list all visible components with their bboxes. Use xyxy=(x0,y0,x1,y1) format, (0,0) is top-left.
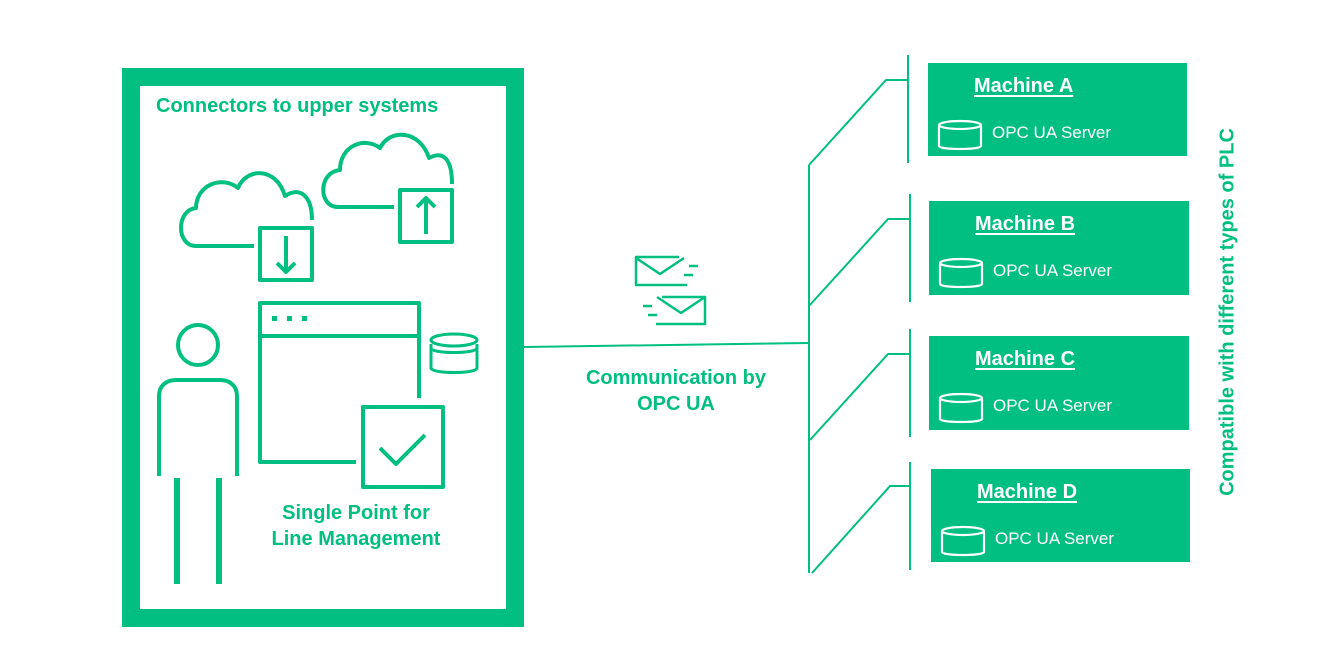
main-connection-line xyxy=(523,342,810,348)
database-icon xyxy=(937,119,983,151)
database-icon xyxy=(940,525,986,557)
machine-title: Machine B xyxy=(975,213,1076,235)
communication-label: Communication by OPC UA xyxy=(560,365,792,417)
line-management-label-line1: Single Point for xyxy=(282,502,430,524)
machine-title: Machine C xyxy=(975,348,1076,370)
person-icon xyxy=(157,323,239,584)
line-management-panel xyxy=(122,68,524,627)
machine-server-label: OPC UA Server xyxy=(993,261,1113,280)
branch-machine-b xyxy=(808,218,910,307)
machine-server-label: OPC UA Server xyxy=(993,396,1113,415)
communication-label-line2: OPC UA xyxy=(637,393,715,415)
machine-server-label: OPC UA Server xyxy=(992,123,1112,142)
line-management-label: Single Point for Line Management xyxy=(256,500,456,552)
machine-title: Machine A xyxy=(974,75,1074,97)
communication-label-line1: Communication by xyxy=(585,367,766,389)
machine-card-a: Machine A OPC UA Server xyxy=(928,63,1187,156)
database-icon xyxy=(938,257,984,289)
machine-card-d: Machine D OPC UA Server xyxy=(931,469,1190,562)
branch-machine-a xyxy=(808,79,908,166)
connection-lines xyxy=(523,55,911,574)
connectors-title: Connectors to upper systems xyxy=(156,95,439,117)
branch-machine-d xyxy=(811,485,910,574)
cloud-download-icon xyxy=(179,171,314,282)
branch-machine-c xyxy=(809,353,910,441)
line-management-label-line2: Line Management xyxy=(271,528,441,550)
checkbox-check-icon xyxy=(361,405,445,489)
mail-receive-icon xyxy=(643,295,707,326)
cloud-upload-icon xyxy=(321,132,454,244)
machine-server-label: OPC UA Server xyxy=(995,529,1115,548)
app-window-icon xyxy=(258,301,421,464)
plc-compatibility-label: Compatible with different types of PLC xyxy=(1216,128,1239,496)
machine-card-c: Machine C OPC UA Server xyxy=(929,336,1189,430)
machine-card-b: Machine B OPC UA Server xyxy=(929,201,1189,295)
database-icon xyxy=(429,332,479,374)
mail-send-icon xyxy=(634,255,698,287)
machine-title: Machine D xyxy=(977,481,1078,503)
database-icon xyxy=(938,392,984,424)
